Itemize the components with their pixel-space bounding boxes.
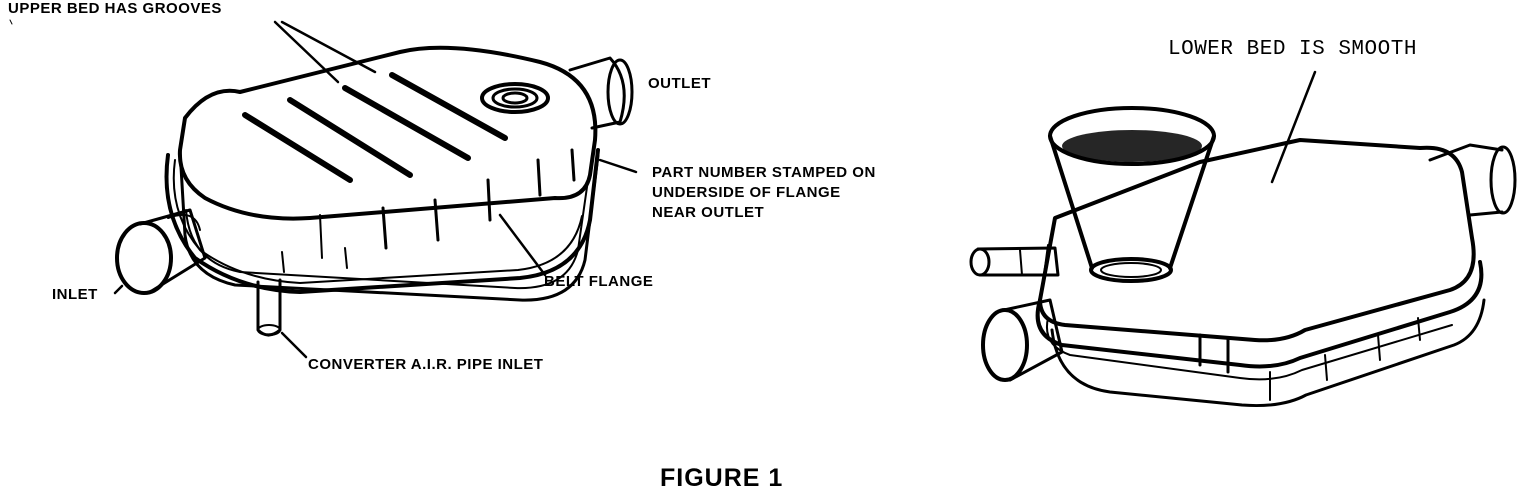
leader-lines-right bbox=[1270, 70, 1317, 184]
label-upper-bed-grooves: UPPER BED HAS GROOVES bbox=[8, 0, 222, 17]
label-lower-bed-smooth: LOWER BED IS SMOOTH bbox=[1168, 38, 1417, 61]
converter-upper-view bbox=[9, 19, 634, 337]
label-air-pipe-inlet: CONVERTER A.I.R. PIPE INLET bbox=[308, 356, 544, 373]
figure-caption: FIGURE 1 bbox=[660, 464, 784, 492]
label-part-number-line1: PART NUMBER STAMPED ON bbox=[652, 164, 876, 181]
leader-lines-left bbox=[113, 20, 638, 359]
label-outlet: OUTLET bbox=[648, 75, 711, 92]
label-part-number-line2: UNDERSIDE OF FLANGE bbox=[652, 184, 841, 201]
label-inlet: INLET bbox=[52, 286, 98, 303]
label-belt-flange: BELT FLANGE bbox=[544, 273, 654, 290]
converter-lower-view bbox=[969, 106, 1517, 408]
label-part-number-line3: NEAR OUTLET bbox=[652, 204, 765, 221]
